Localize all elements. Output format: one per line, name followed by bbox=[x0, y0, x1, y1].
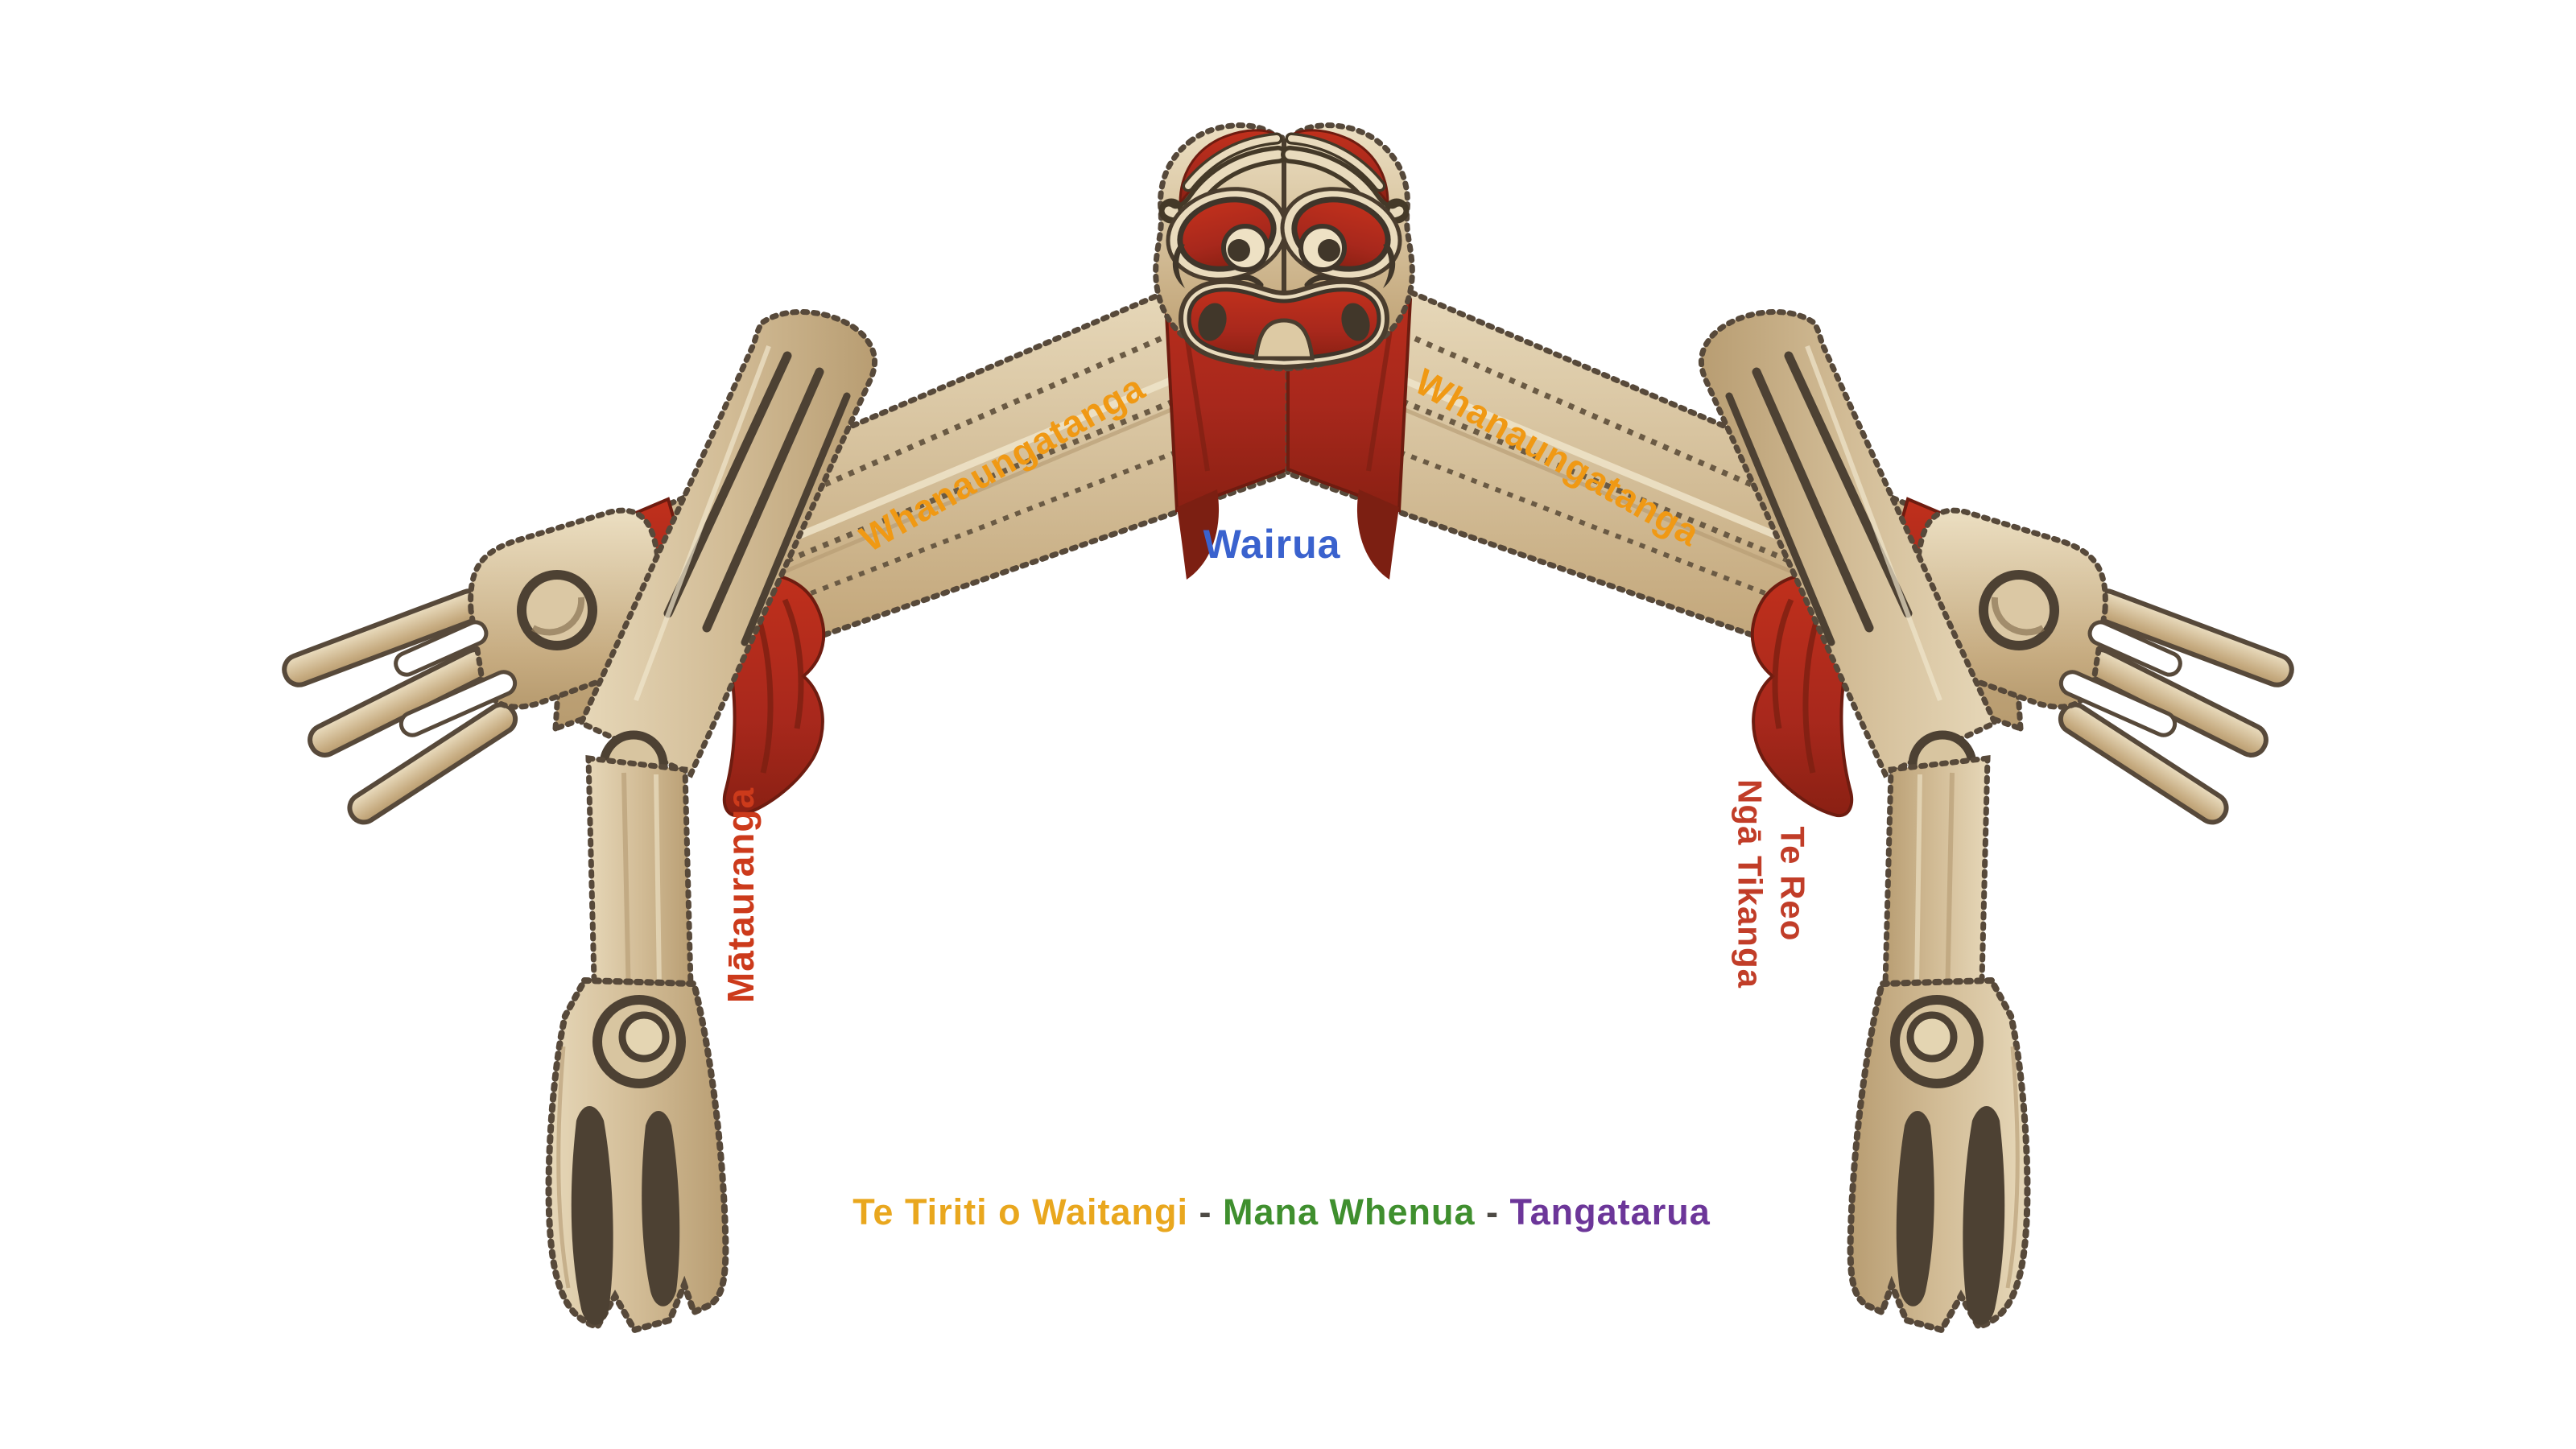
amo-post-left bbox=[577, 309, 878, 1050]
koruru-face-left-half bbox=[1158, 129, 1288, 342]
label-mana-whenua: Mana Whenua bbox=[1222, 1191, 1476, 1232]
carved-foot-left bbox=[545, 976, 729, 1334]
label-te-reo-nga-tikanga: Te Reo Ngā Tikanga bbox=[1729, 779, 1814, 989]
label-tangatarua: Tangatarua bbox=[1509, 1191, 1711, 1232]
label-te-tiriti: Te Tiriti o Waitangi bbox=[852, 1191, 1188, 1232]
separator-dash-1: - bbox=[1187, 1191, 1223, 1232]
label-wairua: Wairua bbox=[1203, 522, 1341, 567]
label-matauranga: Mātauranga bbox=[720, 786, 762, 1004]
koruru-face bbox=[1153, 126, 1413, 372]
separator-dash-2: - bbox=[1475, 1191, 1510, 1232]
koruru-mouth bbox=[1178, 279, 1390, 370]
label-bottom-principles: Te Tiriti o Waitangi - Mana Whenua - Tan… bbox=[852, 1191, 1710, 1233]
left-structure bbox=[282, 235, 1291, 1334]
label-te-reo-line1: Te Reo bbox=[1773, 826, 1812, 942]
label-te-reo-line2: Ngā Tikanga bbox=[1732, 779, 1769, 989]
